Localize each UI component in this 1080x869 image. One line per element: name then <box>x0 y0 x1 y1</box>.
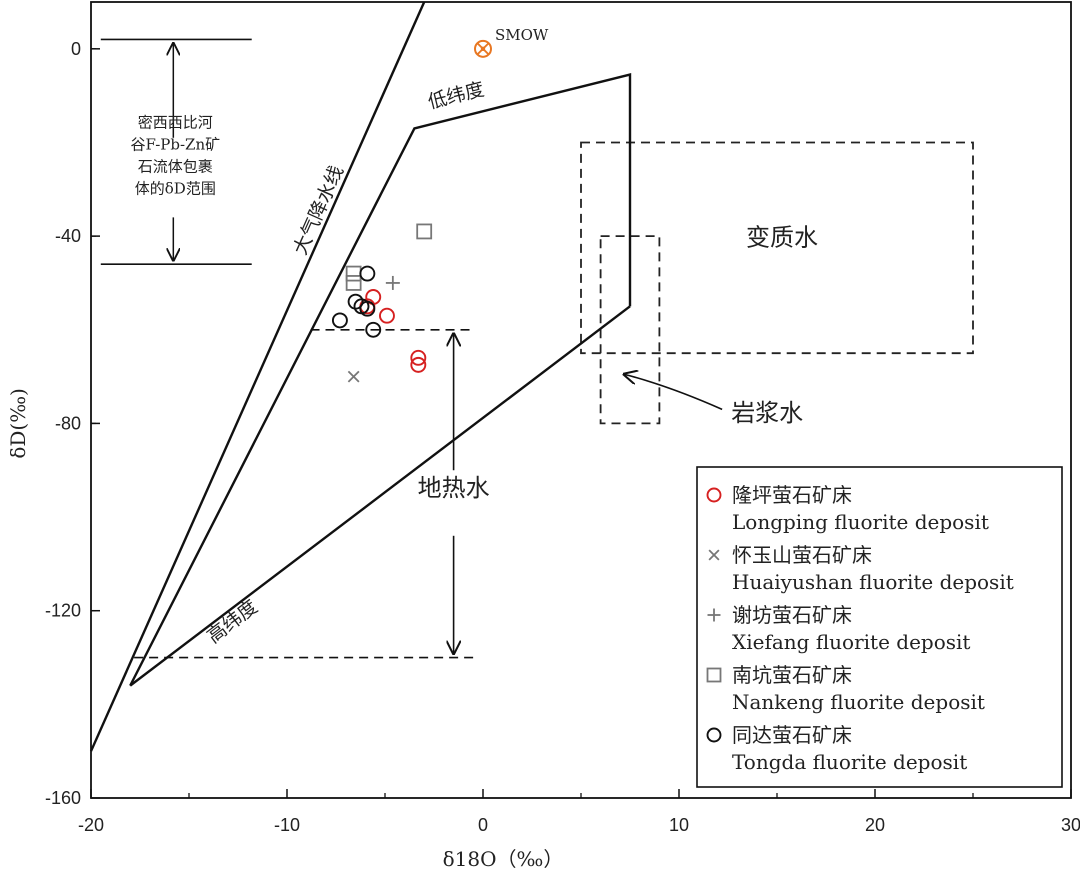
smow-marker-cross <box>476 42 490 55</box>
metamorphic-water-label: 变质水 <box>746 223 818 251</box>
y-tick-label: 0 <box>71 39 81 59</box>
y-tick-label: -120 <box>45 601 81 621</box>
line-layer <box>89 1 632 752</box>
legend-marker-0 <box>706 487 722 503</box>
data-point-series-3 <box>345 275 362 291</box>
magmatic-water-label: 岩浆水 <box>731 399 803 427</box>
x-tick-label: -10 <box>274 815 300 835</box>
geothermal-water-label: 地热水 <box>418 474 490 502</box>
x-tick-label: 10 <box>669 815 689 835</box>
legend-box <box>696 466 1063 788</box>
data-point-series-4 <box>365 321 382 338</box>
data-point-series-4 <box>359 300 376 317</box>
meteoric-water-line <box>89 1 426 752</box>
legend-marker-1-stroke <box>708 549 720 561</box>
mississippi-note-line: 石流体包裹 <box>138 157 213 175</box>
legend-label-cn-1: 怀玉山萤石矿床 <box>732 543 872 567</box>
legend-label-cn-0: 隆坪萤石矿床 <box>732 483 852 507</box>
data-point-series-4 <box>331 312 348 329</box>
legend-label-en-0: Longping fluorite deposit <box>732 510 989 534</box>
points-layer <box>331 39 492 383</box>
x-axis-label: δ18O（‰） <box>443 847 564 869</box>
legend-label-en-2: Xiefang fluorite deposit <box>732 630 970 654</box>
legend-label-en-3: Nankeng fluorite deposit <box>732 690 985 714</box>
y-tick-label: -80 <box>55 413 81 433</box>
legend-label-cn-2: 谢坊萤石矿床 <box>732 603 852 627</box>
y-axis-label: δD(‰) <box>6 388 30 459</box>
mississippi-note-line: 密西西比河 <box>138 113 213 131</box>
geothermal-field-outline <box>129 73 632 687</box>
smow-marker <box>474 39 492 58</box>
data-point-series-0 <box>410 349 427 366</box>
data-point-series-1 <box>347 370 360 383</box>
x-tick-label: 20 <box>865 815 885 835</box>
high-latitude-label: 高纬度 <box>203 596 262 648</box>
data-point-series-0 <box>410 356 427 373</box>
data-point-series-3 <box>345 265 362 282</box>
y-tick-label: -160 <box>45 788 81 808</box>
legend-marker-2 <box>707 608 721 622</box>
data-point-series-3 <box>416 223 433 240</box>
high-latitude-line <box>129 305 631 687</box>
legend-label-cn-3: 南坑萤石矿床 <box>732 663 852 687</box>
legend-marker-4 <box>706 727 722 743</box>
y-tick-label: -40 <box>55 226 81 246</box>
x-tick-label: 0 <box>478 815 488 835</box>
metamorphic-water-box <box>580 141 974 355</box>
legend: 隆坪萤石矿床 Longping fluorite deposit 怀玉山萤石矿床 Hu… <box>696 466 1063 788</box>
meteoric-water-line-label: 大气降水线 <box>289 162 348 258</box>
legend-label-cn-4: 同达萤石矿床 <box>732 723 852 747</box>
legend-marker-3 <box>706 667 722 683</box>
legend-label-en-1: Huaiyushan fluorite deposit <box>732 570 1014 594</box>
low-latitude-label: 低纬度 <box>426 78 487 113</box>
axis-ticks: -20 -10 0 10 20 30 0 -40 -80 -120 -160 <box>45 39 1080 835</box>
x-tick-label: 30 <box>1061 815 1080 835</box>
data-point-series-2 <box>385 275 400 290</box>
magmatic-water-pointer <box>624 374 723 411</box>
data-point-series-0 <box>379 307 395 324</box>
smow-label: SMOW <box>495 26 549 44</box>
data-point-series-4 <box>359 265 376 282</box>
data-point-series-1-stroke <box>347 370 360 383</box>
legend-label-en-4: Tongda fluorite deposit <box>732 750 967 774</box>
legend-marker-1 <box>708 549 720 561</box>
mississippi-note-line: 谷F-Pb-Zn矿 <box>130 135 220 153</box>
mississippi-note-line: 体的δD范围 <box>135 179 216 197</box>
x-tick-label: -20 <box>78 815 104 835</box>
